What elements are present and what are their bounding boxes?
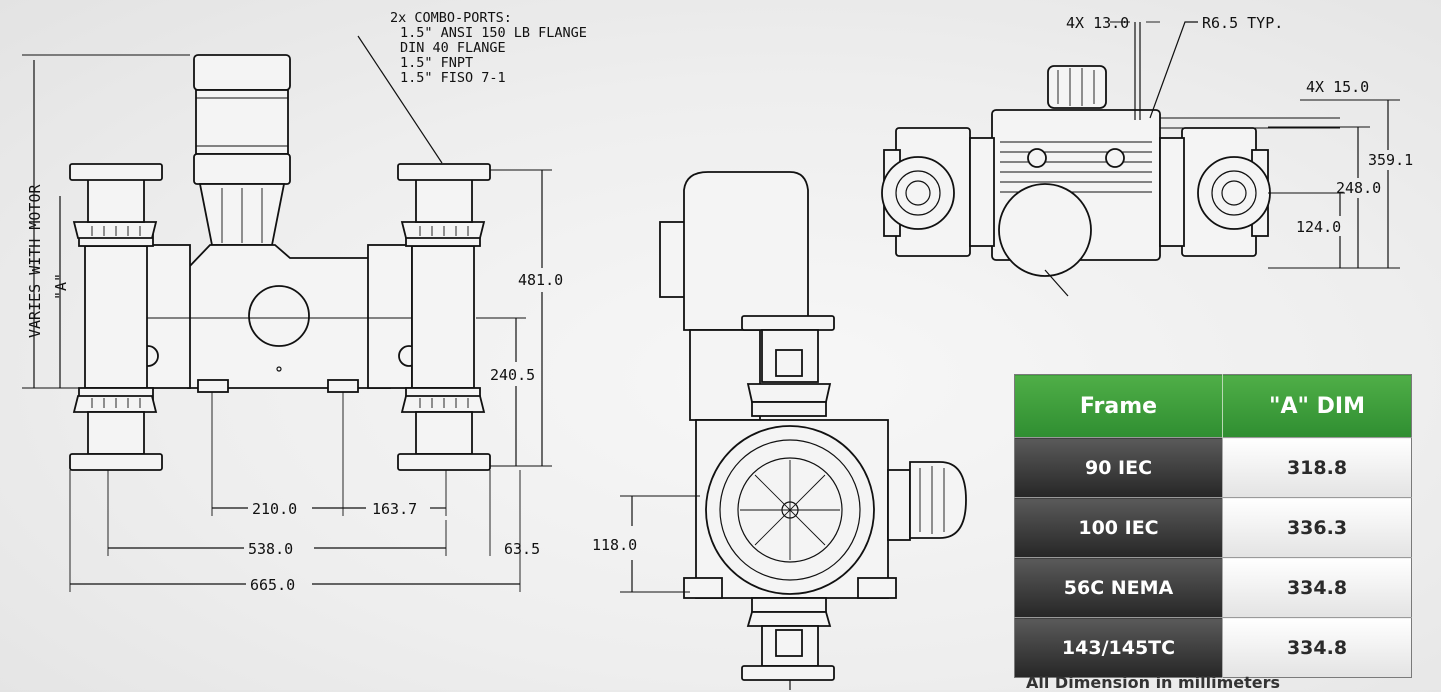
port-note-line-3: 1.5" FNPT bbox=[400, 55, 473, 71]
right-pump-head bbox=[397, 163, 491, 471]
dim-cell: 334.8 bbox=[1222, 557, 1412, 618]
dim-cell: 336.3 bbox=[1222, 497, 1412, 558]
motor bbox=[193, 54, 291, 246]
units-footnote: All Dimension in millimeters bbox=[1026, 673, 1281, 692]
table-row: 90 IEC 318.8 bbox=[1014, 437, 1412, 498]
frame-cell: 56C NEMA bbox=[1014, 557, 1223, 618]
dim-163-7: 163.7 bbox=[372, 500, 417, 518]
table-row: 56C NEMA 334.8 bbox=[1014, 557, 1412, 618]
table-row: 100 IEC 336.3 bbox=[1014, 497, 1412, 558]
dim-124: 124.0 bbox=[1296, 218, 1341, 236]
pump-housing bbox=[137, 244, 420, 393]
port-note-line-4: 1.5" FISO 7-1 bbox=[400, 70, 506, 86]
dim-cell: 334.8 bbox=[1222, 617, 1412, 678]
side-view: 118.0 bbox=[592, 171, 967, 690]
dim-665: 665.0 bbox=[250, 576, 295, 594]
dim-248: 248.0 bbox=[1336, 179, 1381, 197]
table-row: 143/145TC 334.8 bbox=[1014, 617, 1412, 678]
frame-dimension-table: Frame "A" DIM 90 IEC 318.8 100 IEC 336.3… bbox=[1014, 374, 1412, 678]
dim-63-5: 63.5 bbox=[504, 540, 540, 558]
frame-cell: 90 IEC bbox=[1014, 437, 1223, 498]
frame-cell: 143/145TC bbox=[1014, 617, 1223, 678]
dim-481: 481.0 bbox=[518, 271, 563, 289]
header-a-dim: "A" DIM bbox=[1222, 374, 1412, 438]
front-dimension-lines bbox=[22, 35, 552, 592]
frame-cell: 100 IEC bbox=[1014, 497, 1223, 558]
dim-359-1: 359.1 bbox=[1368, 151, 1413, 169]
dim-15: 4X 15.0 bbox=[1306, 78, 1369, 96]
dim-radius-6-5: R6.5 TYP. bbox=[1202, 14, 1283, 32]
port-note-line-2: DIN 40 FLANGE bbox=[400, 40, 506, 56]
a-dim-label: "A" bbox=[52, 273, 70, 300]
dim-538: 538.0 bbox=[248, 540, 293, 558]
port-note-line-1: 1.5" ANSI 150 LB FLANGE bbox=[400, 25, 587, 41]
top-view: 4X 13.0 R6.5 TYP. 4X 15.0 359.1 248.0 12… bbox=[881, 14, 1413, 297]
header-frame: Frame bbox=[1014, 374, 1223, 438]
dim-hole-13: 4X 13.0 bbox=[1066, 14, 1129, 32]
port-note-title: 2x COMBO-PORTS: bbox=[390, 10, 512, 26]
varies-with-motor-label: VARIES WITH MOTOR bbox=[26, 184, 44, 338]
dim-240-5: 240.5 bbox=[490, 366, 535, 384]
front-view: 2x COMBO-PORTS: 1.5" ANSI 150 LB FLANGE … bbox=[22, 10, 587, 594]
dim-cell: 318.8 bbox=[1222, 437, 1412, 498]
dim-118: 118.0 bbox=[592, 536, 637, 554]
dim-210: 210.0 bbox=[252, 500, 297, 518]
left-pump-head bbox=[69, 163, 163, 471]
